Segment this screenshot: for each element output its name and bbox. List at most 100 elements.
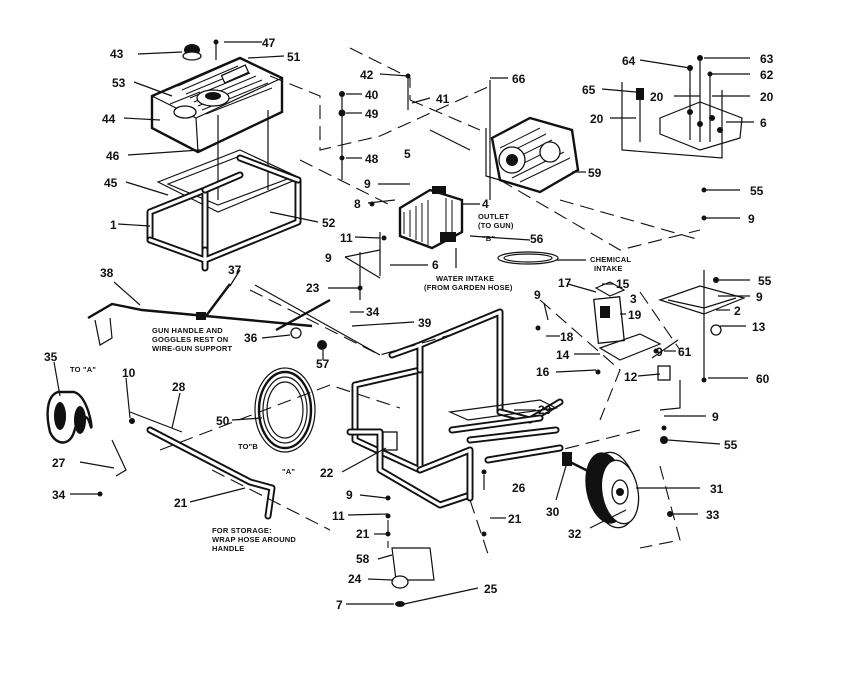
a-marker: "A" (282, 467, 295, 476)
storage-note: FOR STORAGE: (212, 526, 272, 535)
part-label: 8 (354, 197, 361, 211)
part-label: 48 (365, 152, 379, 166)
part-label: 21 (508, 512, 522, 526)
part-label: 20 (650, 90, 664, 104)
part-label: 58 (356, 552, 370, 566)
part-label: 6 (760, 116, 767, 130)
chemical-intake-note: INTAKE (594, 264, 623, 273)
part-label: 41 (436, 92, 450, 106)
pump-assembly (398, 186, 464, 268)
gun-support-note: GOGGLES REST ON (152, 335, 228, 344)
part-label: 24 (348, 572, 362, 586)
mounting-bracket (621, 60, 743, 159)
part-label: 9 (325, 251, 332, 265)
part-label: 50 (216, 414, 230, 428)
part-label: 40 (365, 88, 379, 102)
assembly-lines (159, 40, 701, 561)
part-label: 21 (356, 527, 370, 541)
gun-support-note: GUN HANDLE AND (152, 326, 223, 335)
part-label: 35 (44, 350, 58, 364)
part-label: 34 (366, 305, 380, 319)
part-label: 32 (568, 527, 582, 541)
part-label: 39 (418, 316, 432, 330)
water-intake-note: (FROM GARDEN HOSE) (424, 283, 513, 292)
part-label: 19 (628, 308, 642, 322)
to-a-marker: TO "A" (70, 365, 96, 374)
part-label: 31 (710, 482, 724, 496)
storage-note: HANDLE (212, 544, 244, 553)
hose-coil (254, 367, 316, 453)
part-label: 27 (52, 456, 66, 470)
part-label: 37 (228, 263, 242, 277)
part-label: 51 (287, 50, 301, 64)
part-label: 38 (100, 266, 114, 280)
to-b-marker: TO"B (238, 442, 258, 451)
part-label: 42 (360, 68, 374, 82)
foot-and-hardware (391, 547, 435, 607)
part-label: 61 (678, 345, 692, 359)
part-label: 33 (706, 508, 720, 522)
part-label: 62 (760, 68, 774, 82)
part-label: 11 (332, 509, 345, 523)
part-label: 14 (556, 348, 570, 362)
part-label: 18 (560, 330, 574, 344)
part-label: 60 (756, 372, 770, 386)
part-label: 25 (484, 582, 498, 596)
part-label: 66 (512, 72, 526, 86)
storage-note: WRAP HOSE AROUND (212, 535, 296, 544)
goggles (46, 390, 93, 444)
part-label: 9 (756, 290, 763, 304)
switch-panel-assembly (593, 270, 746, 381)
part-label: 29 (538, 403, 552, 417)
gun-support-note: WIRE-GUN SUPPORT (152, 344, 233, 353)
outlet-note: OUTLET (478, 212, 509, 221)
fuel-tank-assembly (146, 44, 302, 272)
part-label: 10 (122, 366, 136, 380)
callout-notes: OUTLET (TO GUN) "B" CHEMICAL INTAKE WATE… (70, 212, 631, 553)
part-label: 23 (306, 281, 320, 295)
part-label: 49 (365, 107, 379, 121)
part-label: 3 (630, 292, 637, 306)
part-label: 9 (534, 288, 541, 302)
leader-lines (53, 41, 754, 605)
part-label: 45 (104, 176, 118, 190)
part-label: 12 (624, 370, 638, 384)
part-label: 1 (110, 218, 117, 232)
part-label: 22 (320, 466, 334, 480)
part-label: 2 (734, 304, 741, 318)
part-label: 44 (102, 112, 116, 126)
part-label: 21 (174, 496, 188, 510)
part-label: 63 (760, 52, 774, 66)
part-label: 9 (346, 488, 353, 502)
part-label: 57 (316, 357, 330, 371)
chemical-intake-note: CHEMICAL (590, 255, 631, 264)
spray-gun-and-wand (87, 283, 381, 356)
part-label: 11 (340, 231, 353, 245)
part-label: 55 (750, 184, 764, 198)
part-label: 20 (590, 112, 604, 126)
part-label: 7 (336, 598, 343, 612)
part-label: 30 (546, 505, 560, 519)
engine-assembly (485, 116, 580, 194)
part-label: 53 (112, 76, 126, 90)
part-label: 15 (616, 277, 630, 291)
handle-assembly (111, 411, 276, 520)
part-label: 56 (530, 232, 544, 246)
part-label: 9 (712, 410, 719, 424)
part-label: 59 (588, 166, 602, 180)
b-marker: "B" (482, 234, 495, 243)
main-frame (346, 308, 564, 509)
part-label: 47 (262, 36, 276, 50)
part-label: 16 (536, 365, 550, 379)
part-label: 46 (106, 149, 120, 163)
part-label: 34 (52, 488, 66, 502)
part-label: 4 (482, 197, 489, 211)
part-label: 43 (110, 47, 124, 61)
part-label: 64 (622, 54, 636, 68)
part-label: 9 (656, 345, 663, 359)
water-intake-note: WATER INTAKE (436, 274, 494, 283)
part-label: 6 (432, 258, 439, 272)
part-label: 36 (244, 331, 258, 345)
part-label: 20 (760, 90, 774, 104)
